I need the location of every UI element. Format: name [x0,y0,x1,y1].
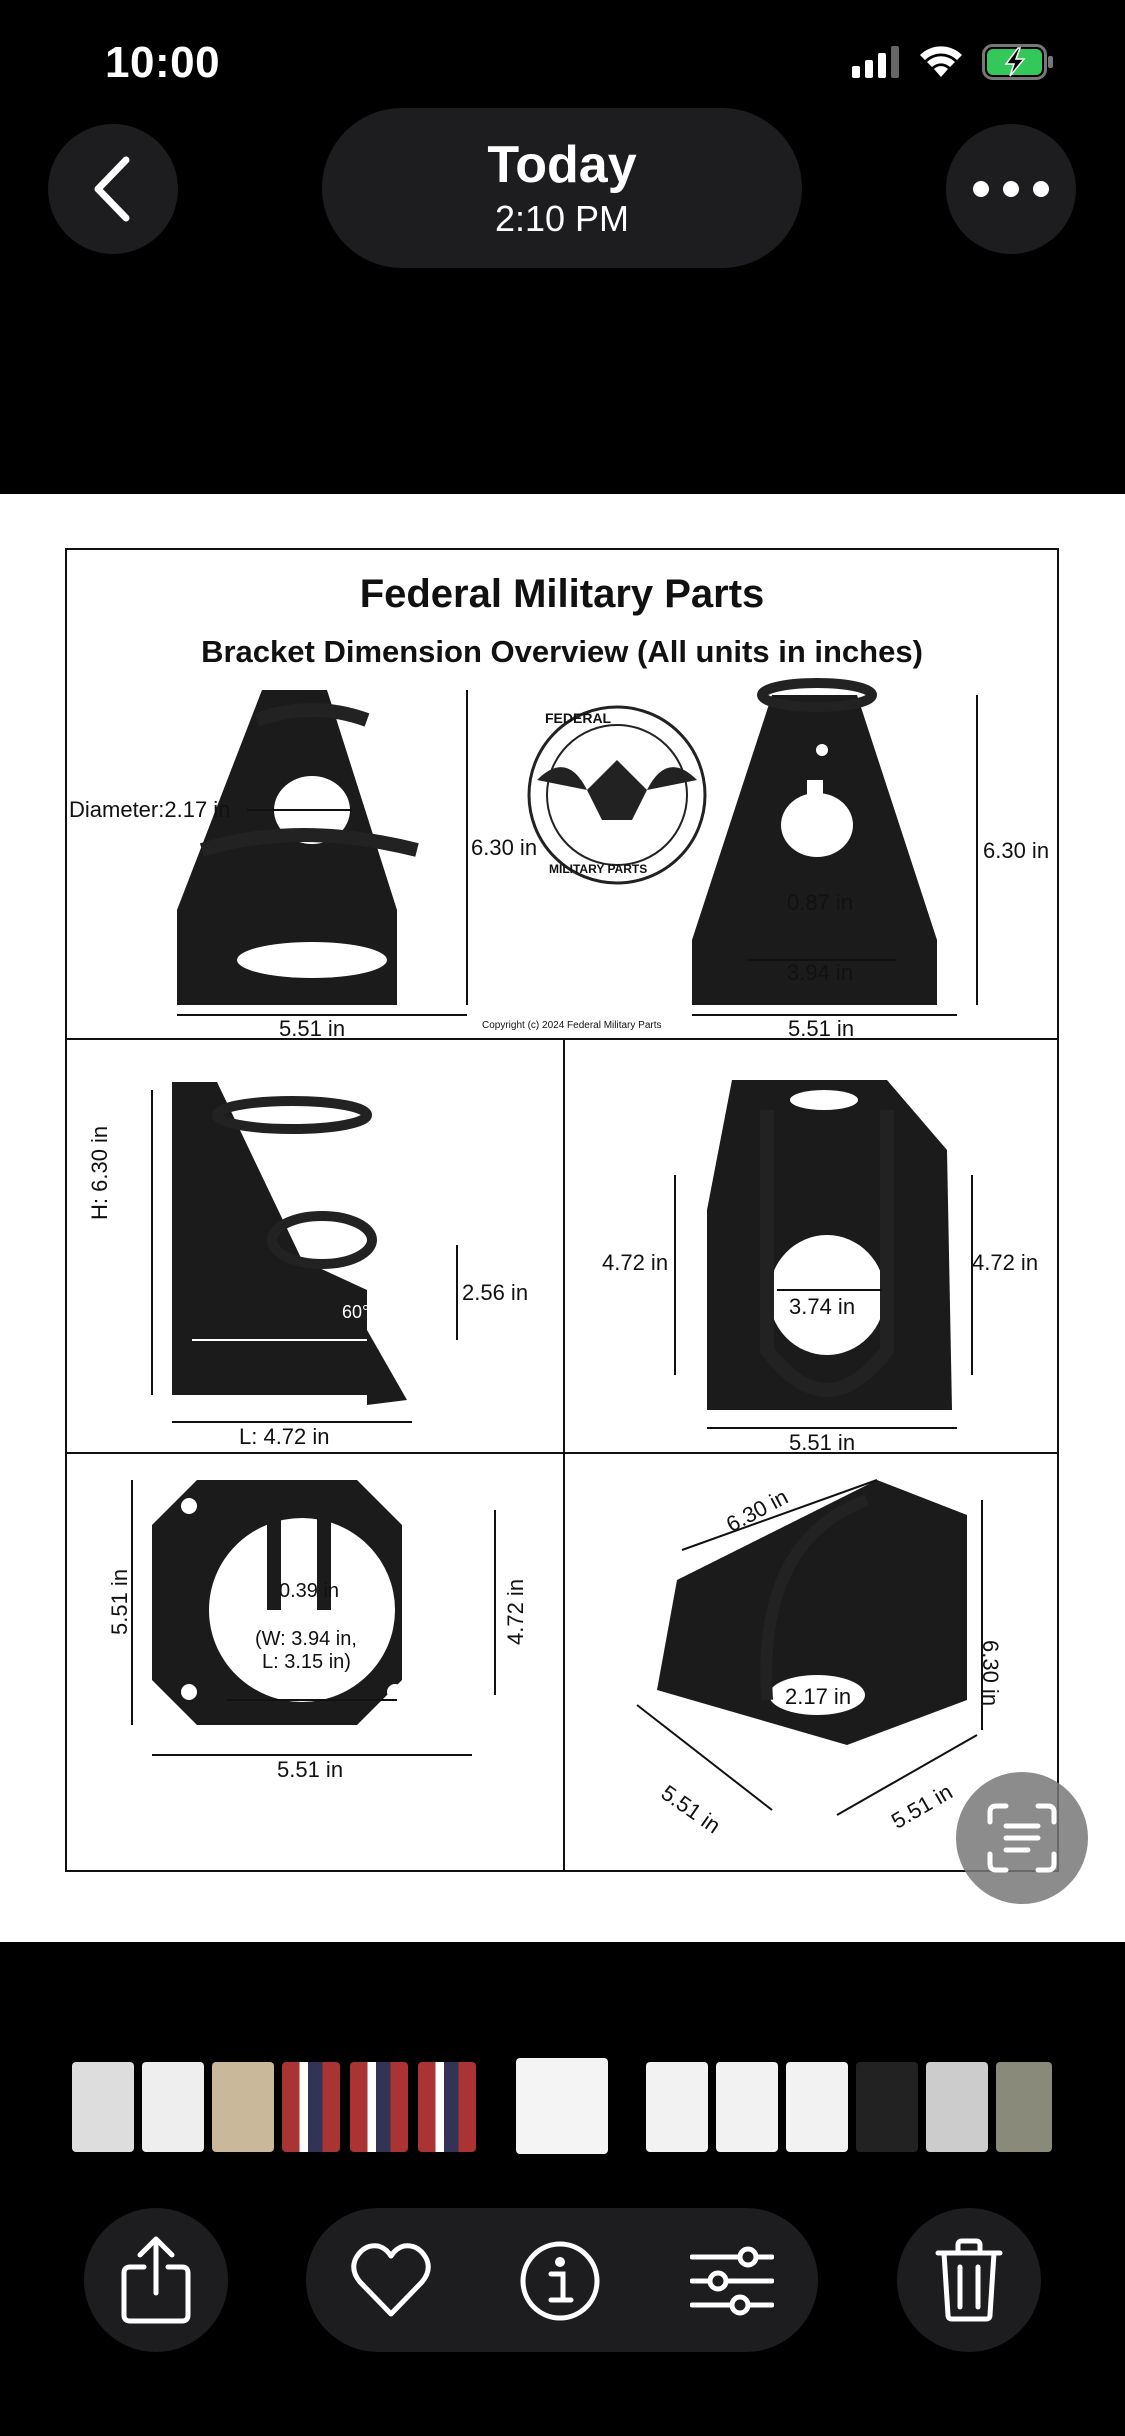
label-side-height: H: 6.30 in [87,1125,112,1220]
thumbnail[interactable] [996,2062,1052,2152]
thumbnail[interactable] [418,2062,476,2152]
label-copyright: Copyright (c) 2024 Federal Military Part… [482,1020,662,1031]
label-side-step: 2.56 in [462,1280,529,1305]
label-base-opening-width: (W: 3.94 in, [255,1628,357,1650]
ellipsis-icon [973,181,1049,197]
info-icon[interactable] [519,2240,601,2322]
grid-line [563,1038,565,1870]
dimension-sheet: Federal Military Parts Bracket Dimension… [65,548,1059,1872]
date-title-text: Today [487,136,637,194]
thumbnail[interactable] [856,2062,918,2152]
trash-icon [935,2238,1003,2322]
label-slot-width: 0.87 in [787,890,854,915]
label-front-width: 5.51 in [279,1016,346,1041]
seal-bottom-text: MILITARY PARTS [549,862,648,876]
back-button[interactable] [48,124,178,254]
thumbnail[interactable] [646,2062,708,2152]
live-text-icon [987,1803,1057,1873]
label-angle: 60° [342,1302,370,1322]
sliders-icon[interactable] [690,2245,774,2317]
thumbnail[interactable] [142,2062,204,2152]
label-back-width: 5.51 in [788,1016,855,1041]
thumbnail-current[interactable] [516,2058,608,2154]
date-title[interactable]: Today 2:10 PM [322,108,802,268]
wifi-icon [920,46,962,77]
battery-charging-icon [982,44,1053,80]
share-icon [121,2236,191,2324]
seal-top-text: FEDERAL [545,710,612,726]
label-base-inner-height: 4.72 in [503,1578,528,1645]
label-front-height: 6.30 in [471,835,538,860]
signal-icon [852,46,899,78]
live-text-button[interactable] [956,1772,1088,1904]
heart-icon[interactable] [350,2240,432,2320]
share-button[interactable] [84,2208,228,2352]
more-button[interactable] [946,124,1076,254]
thumbnail[interactable] [350,2062,408,2152]
sheet-subheading: Bracket Dimension Overview (All units in… [201,634,923,669]
label-base-opening-length: L: 3.15 in) [262,1651,351,1673]
status-time: 10:00 [105,38,221,87]
label-back-right: 4.72 in [972,1250,1039,1275]
label-iso-height: 6.30 in [978,1640,1003,1707]
label-back-inner: 3.74 in [789,1294,856,1319]
label-back-left: 4.72 in [602,1250,669,1275]
label-side-length: L: 4.72 in [239,1424,330,1449]
bracket-drawings [131,678,983,1816]
chevron-left-icon [94,156,130,222]
thumbnail[interactable] [72,2062,134,2152]
thumbnail[interactable] [786,2062,848,2152]
grid-line [67,1038,1057,1040]
label-base-width: 5.51 in [277,1757,344,1782]
thumbnail[interactable] [282,2062,340,2152]
thumbnail[interactable] [212,2062,274,2152]
grid-line [67,1452,1057,1454]
label-hole-spacing: 3.94 in [787,960,854,985]
thumbnail[interactable] [926,2062,988,2152]
label-diameter: Diameter:2.17 in [69,797,231,822]
thumbnail[interactable] [716,2062,778,2152]
label-back-height: 6.30 in [983,838,1050,863]
label-iso-diameter: 2.17 in [785,1684,852,1709]
label-base-top: 0.39 in [279,1580,340,1602]
date-subtitle-text: 2:10 PM [494,198,630,239]
label-back-base-width: 5.51 in [789,1430,856,1455]
sheet-heading: Federal Military Parts [359,572,765,616]
label-base-height: 5.51 in [107,1568,132,1635]
delete-button[interactable] [897,2208,1041,2352]
